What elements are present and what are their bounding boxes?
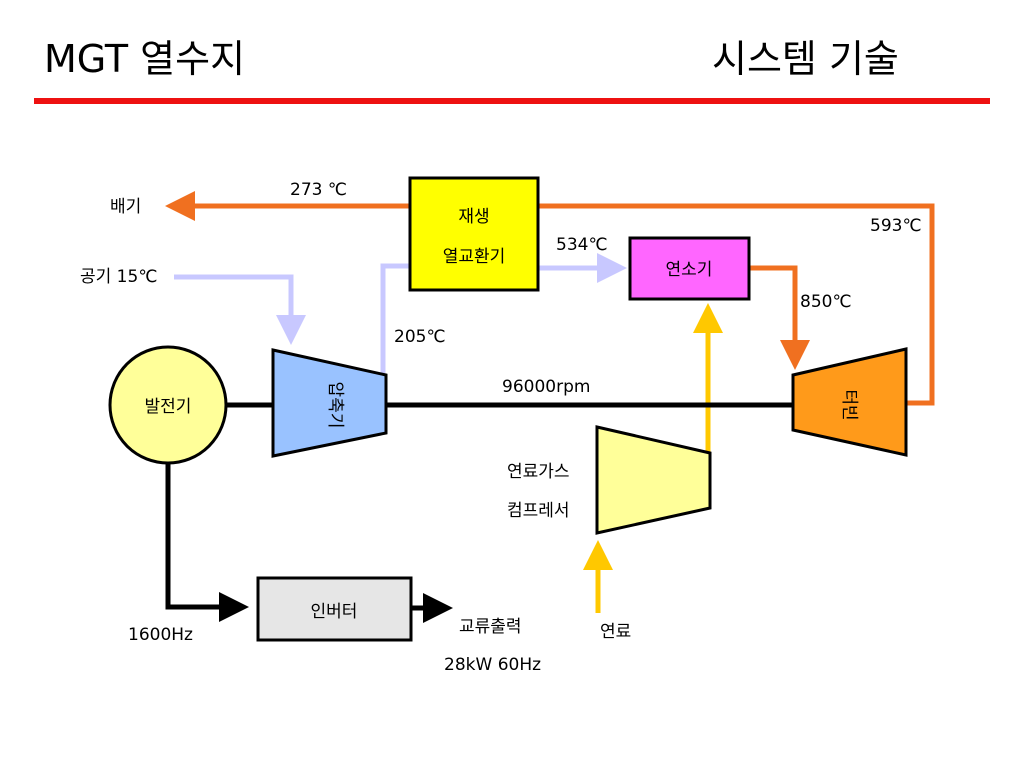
compressor-to-recuperator-flow xyxy=(380,263,410,373)
turbine-label: 터빈 xyxy=(839,389,859,420)
recuperator-label-line2: 열교환기 xyxy=(443,247,506,267)
generator-label: 발전기 xyxy=(145,397,192,417)
compressor-label: 압축기 xyxy=(325,382,345,429)
recuperator-out-temp-label: 534℃ xyxy=(556,235,608,255)
shaft-speed-label: 96000rpm xyxy=(502,377,590,397)
combustor-out-temp-label: 850℃ xyxy=(800,292,852,312)
fuel-gas-compressor-label-line2: 컴프레서 xyxy=(507,501,570,521)
slide-title-left: MGT 열수지 xyxy=(44,37,246,81)
ac-output-spec-label: 28kW 60Hz xyxy=(444,655,541,675)
air-inlet-flow xyxy=(174,274,306,345)
compressor-out-temp-label: 205℃ xyxy=(394,327,446,347)
ac-output-label: 교류출력 xyxy=(459,617,522,637)
inverter-label: 인버터 xyxy=(311,602,358,622)
recuperator-label-line1: 재생 xyxy=(458,207,489,227)
generator-to-inverter-line xyxy=(165,460,249,622)
exhaust-temp-label: 273 ℃ xyxy=(290,180,347,200)
turbine-shape xyxy=(791,347,908,457)
turbine-out-temp-label: 593℃ xyxy=(870,216,922,236)
fuel-gas-compressor-label-line1: 연료가스 xyxy=(507,462,570,482)
combustor-to-turbine-flow xyxy=(749,265,810,370)
air-inlet-label: 공기 15℃ xyxy=(80,267,157,287)
generator-circle xyxy=(108,345,228,465)
combustor-label: 연소기 xyxy=(666,260,713,280)
slide-title-right: 시스템 기술 xyxy=(712,37,899,81)
generator-frequency-label: 1600Hz xyxy=(128,625,193,645)
recuperator-box xyxy=(408,176,540,292)
title-divider xyxy=(34,98,990,104)
fuel-gas-compressor-shape xyxy=(595,425,712,535)
combustor-box xyxy=(628,236,751,301)
exhaust-label: 배기 xyxy=(110,197,141,217)
inverter-box xyxy=(256,576,413,642)
turbine-exhaust-flow xyxy=(538,203,935,406)
fuel-label: 연료 xyxy=(600,622,631,642)
compressor-shape xyxy=(271,348,388,458)
